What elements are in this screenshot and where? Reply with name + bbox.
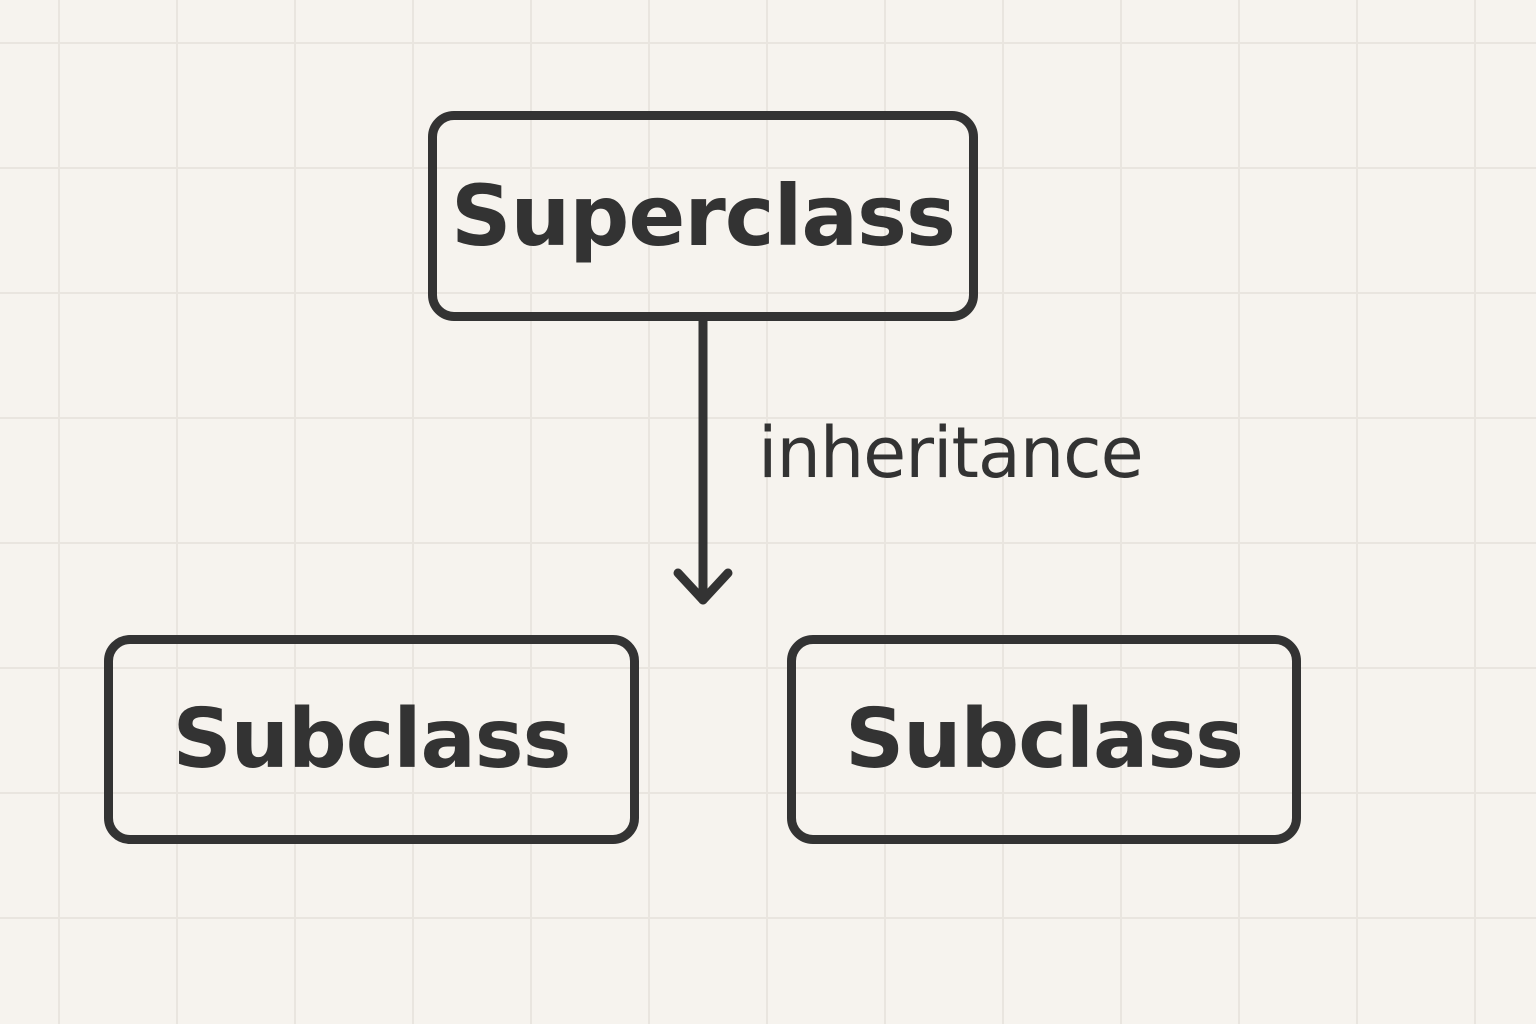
subclass-right-node[interactable]: Subclass: [787, 635, 1301, 844]
superclass-label: Superclass: [450, 167, 956, 265]
subclass-left-label: Subclass: [172, 692, 572, 787]
subclass-right-label: Subclass: [845, 692, 1244, 787]
inheritance-arrow-head: [673, 568, 733, 605]
subclass-left-node[interactable]: Subclass: [104, 635, 639, 844]
inheritance-edge-label: inheritance: [758, 412, 1144, 494]
